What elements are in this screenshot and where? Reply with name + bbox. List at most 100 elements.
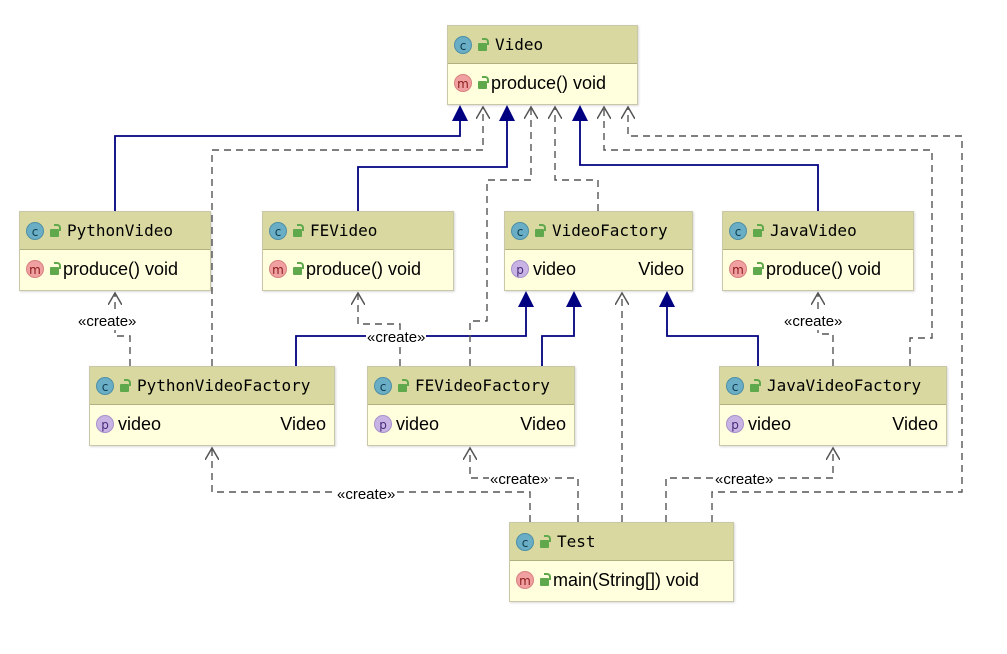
member-text: produce() void: [491, 72, 607, 93]
inherit-pythonvideo-video: [114, 105, 468, 211]
class-header: c JavaVideoFactory: [720, 367, 946, 405]
member-type: Video: [638, 258, 684, 279]
member-row[interactable]: p video Video: [505, 250, 692, 288]
member-row[interactable]: m produce() void: [20, 250, 210, 288]
public-lock-icon: [535, 223, 546, 237]
inherit-fevideo-video: [357, 105, 515, 211]
static-method-icon: m: [516, 571, 534, 589]
class-icon: c: [96, 376, 114, 395]
class-icon: c: [729, 221, 747, 240]
create-label-test-fe: «create»: [489, 471, 550, 488]
create-label-python: «create»: [77, 313, 138, 330]
member-row[interactable]: p video Video: [90, 405, 334, 443]
class-header: c PythonVideoFactory: [90, 367, 334, 405]
class-icon: c: [454, 35, 472, 54]
class-icon: c: [26, 221, 44, 240]
class-python-video[interactable]: c PythonVideo m produce() void: [19, 211, 211, 291]
member-row[interactable]: m produce() void: [448, 64, 637, 102]
property-icon: p: [96, 415, 114, 433]
member-row[interactable]: p video Video: [720, 405, 946, 443]
public-lock-icon: [293, 223, 304, 237]
member-text: produce() void: [63, 258, 179, 279]
public-lock-icon: [753, 223, 764, 237]
class-icon: c: [269, 221, 287, 240]
public-lock-icon: [50, 262, 61, 275]
member-type: Video: [520, 413, 566, 434]
public-lock-icon: [540, 573, 551, 586]
public-lock-icon: [478, 76, 489, 89]
member-text: video: [748, 413, 792, 434]
class-video[interactable]: c Video m produce() void: [447, 25, 638, 105]
class-header: c FEVideo: [263, 212, 453, 250]
dep-test-video: [628, 107, 963, 522]
member-type: Video: [280, 413, 326, 434]
public-lock-icon: [753, 262, 764, 275]
class-name: FEVideo: [310, 221, 378, 240]
dep-fefactory-video: [469, 107, 531, 366]
member-text: produce() void: [306, 258, 422, 279]
class-header: c VideoFactory: [505, 212, 692, 250]
member-row[interactable]: m produce() void: [723, 250, 913, 288]
class-fe-video-factory[interactable]: c FEVideoFactory p video Video: [367, 366, 575, 446]
class-java-video[interactable]: c JavaVideo m produce() void: [722, 211, 914, 291]
public-lock-icon: [540, 534, 551, 548]
class-header: c JavaVideo: [723, 212, 913, 250]
dep-javafactory-video: [604, 107, 933, 366]
member-text: video: [533, 258, 577, 279]
class-header: c Test: [510, 523, 733, 561]
create-label-java: «create»: [783, 313, 844, 330]
method-icon: m: [454, 74, 472, 92]
class-name: JavaVideoFactory: [767, 376, 922, 395]
member-text: main(String[]) void: [553, 569, 700, 590]
public-lock-icon: [50, 223, 61, 237]
class-name: JavaVideo: [770, 221, 857, 240]
member-row[interactable]: p video Video: [368, 405, 574, 443]
dep-pythonfactory-video: [211, 107, 483, 366]
create-javafactory-javavideo: [818, 293, 834, 366]
inherit-javafactory-videofactory: [659, 291, 759, 366]
class-name: FEVideoFactory: [415, 376, 550, 395]
member-type: Video: [892, 413, 938, 434]
create-label-test-java: «create»: [714, 471, 775, 488]
create-test-pythonfactory: [212, 448, 531, 522]
member-row[interactable]: m produce() void: [263, 250, 453, 288]
class-header: c PythonVideo: [20, 212, 210, 250]
class-name: PythonVideoFactory: [137, 376, 311, 395]
method-icon: m: [269, 260, 287, 278]
public-lock-icon: [398, 378, 409, 392]
class-icon: c: [374, 376, 392, 395]
create-fefactory-fevideo: [358, 293, 401, 366]
class-header: c Video: [448, 26, 637, 64]
property-icon: p: [511, 260, 529, 278]
method-icon: m: [729, 260, 747, 278]
public-lock-icon: [478, 37, 489, 51]
public-lock-icon: [750, 378, 761, 392]
abstract-class-icon: c: [511, 221, 529, 240]
public-lock-icon: [120, 378, 131, 392]
member-row[interactable]: m main(String[]) void: [510, 561, 733, 599]
runnable-class-icon: c: [516, 532, 534, 551]
class-test[interactable]: c Test m main(String[]) void: [509, 522, 734, 602]
class-python-video-factory[interactable]: c PythonVideoFactory p video Video: [89, 366, 335, 446]
public-lock-icon: [293, 262, 304, 275]
class-video-factory[interactable]: c VideoFactory p video Video: [504, 211, 693, 291]
dep-videofactory-video: [555, 107, 599, 211]
class-java-video-factory[interactable]: c JavaVideoFactory p video Video: [719, 366, 947, 446]
class-name: VideoFactory: [552, 221, 668, 240]
member-text: produce() void: [766, 258, 882, 279]
class-icon: c: [726, 376, 744, 395]
class-header: c FEVideoFactory: [368, 367, 574, 405]
member-text: video: [396, 413, 440, 434]
inherit-fefactory-videofactory: [541, 291, 582, 366]
class-name: Video: [495, 35, 544, 54]
member-text: video: [118, 413, 162, 434]
property-icon: p: [726, 415, 744, 433]
method-icon: m: [26, 260, 44, 278]
inherit-javavideo-video: [572, 105, 819, 211]
class-name: PythonVideo: [67, 221, 173, 240]
class-fe-video[interactable]: c FEVideo m produce() void: [262, 211, 454, 291]
class-name: Test: [557, 532, 596, 551]
create-label-test-python: «create»: [336, 486, 397, 503]
create-label-fe: «create»: [366, 329, 427, 346]
property-icon: p: [374, 415, 392, 433]
